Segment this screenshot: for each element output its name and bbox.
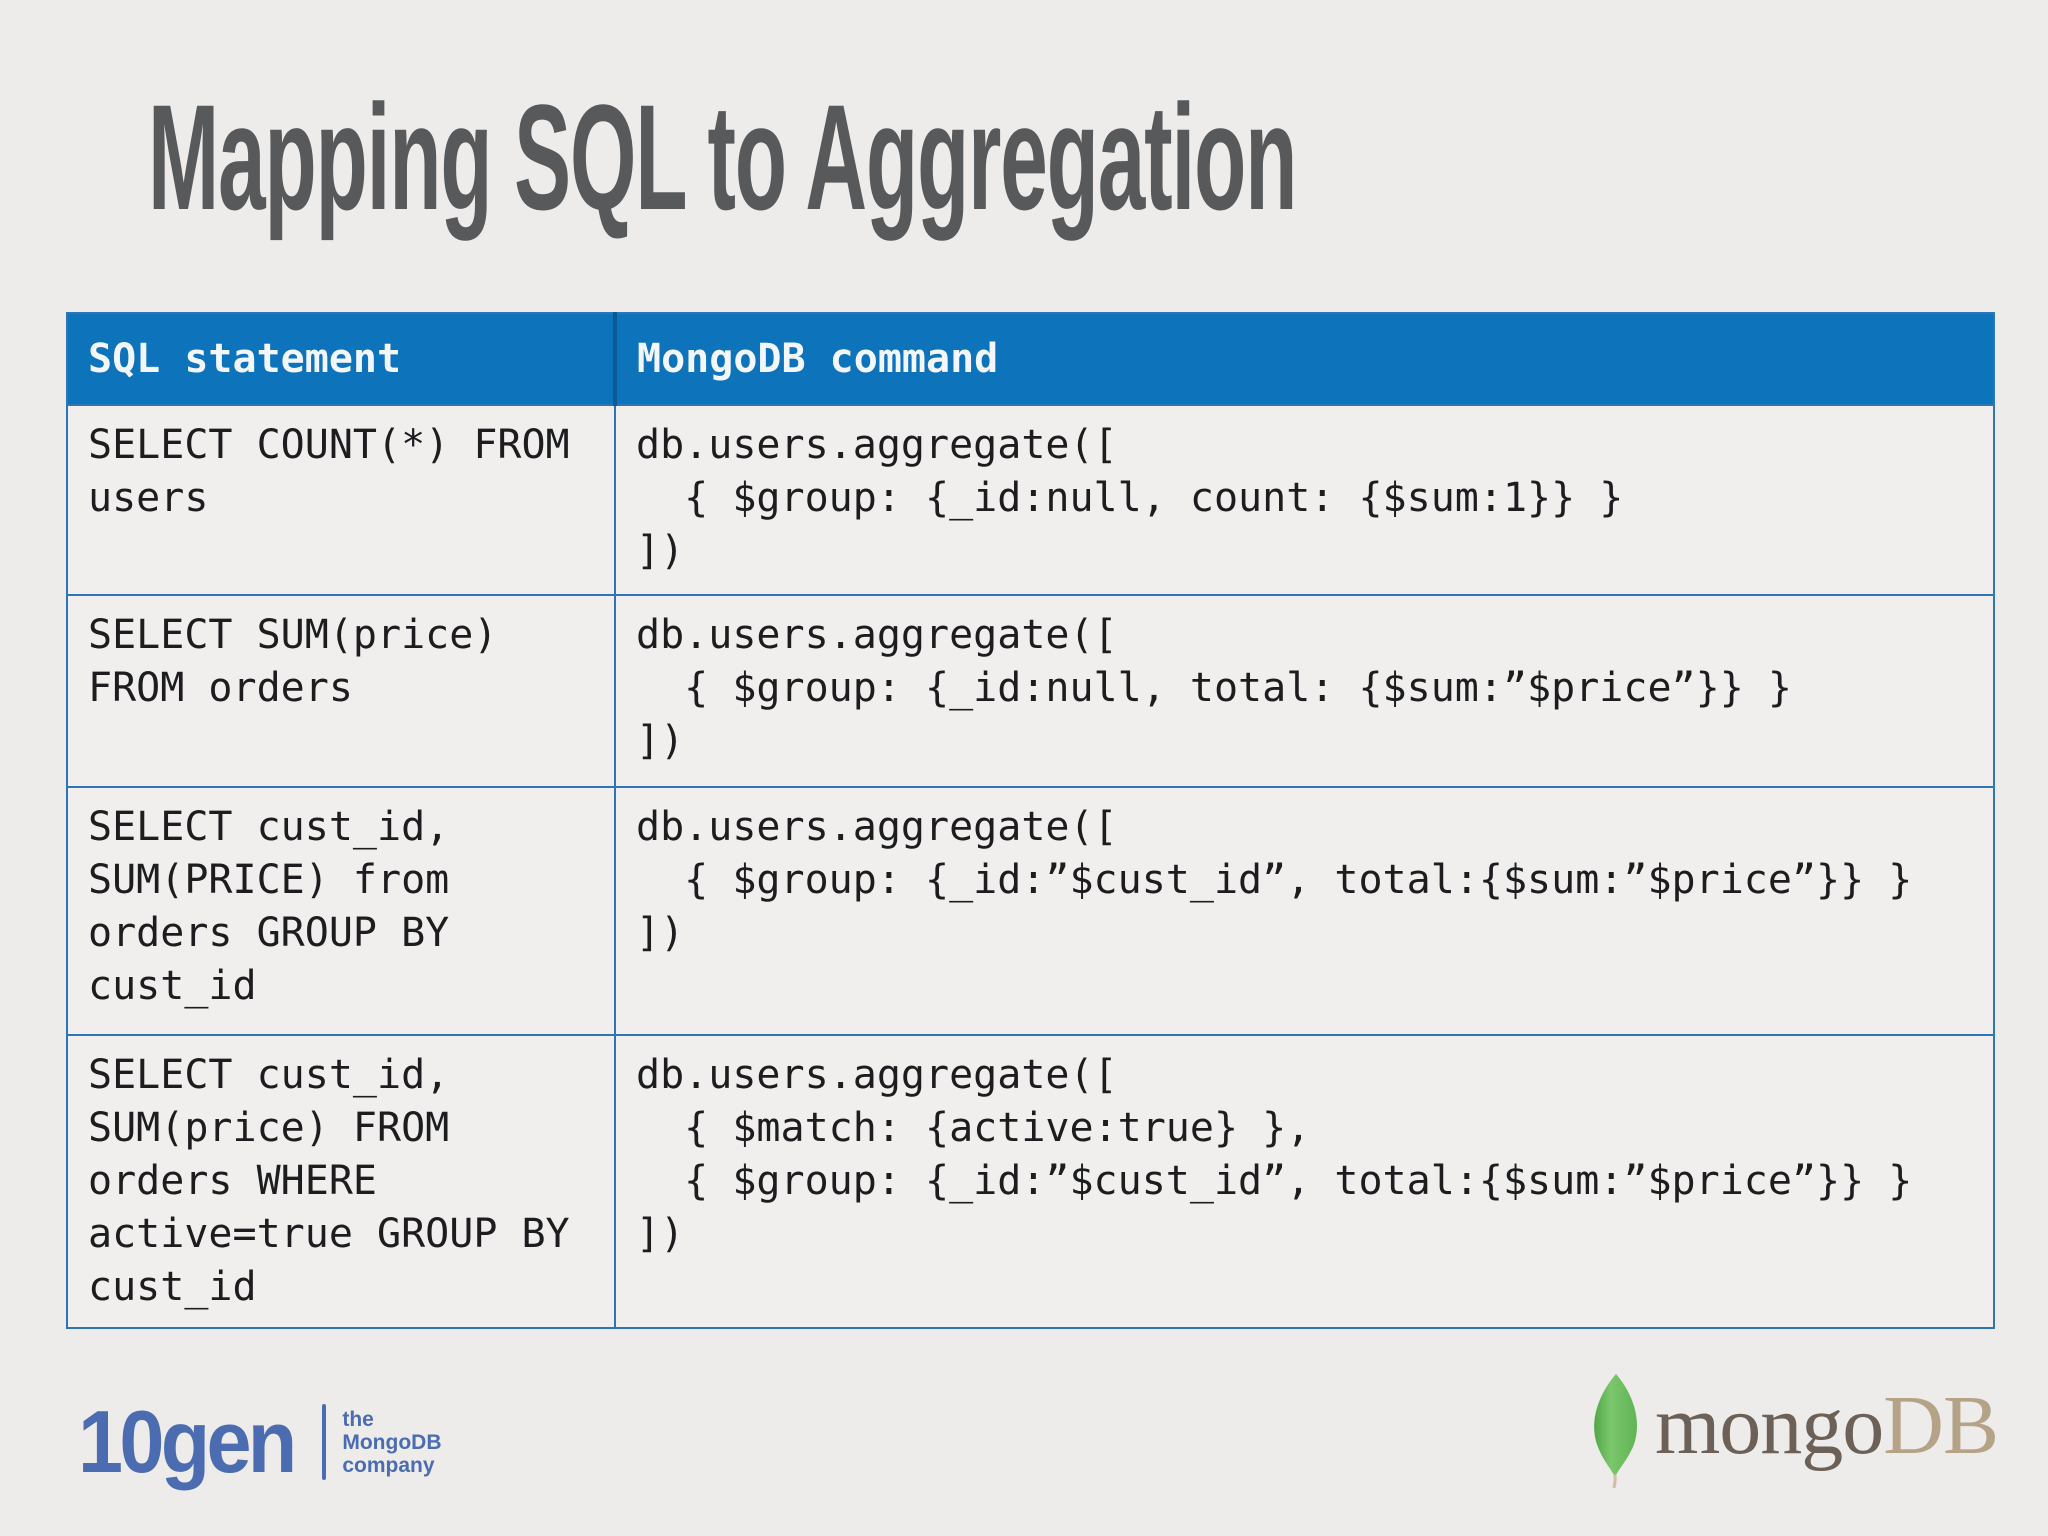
mongodb-wordmark-db: DB	[1883, 1379, 1999, 1472]
sql-statement-cell: SELECT COUNT(*) FROM users	[66, 404, 616, 596]
logo-divider	[322, 1404, 327, 1480]
table-row: SELECT COUNT(*) FROM users db.users.aggr…	[66, 404, 1995, 596]
tagline-line: MongoDB	[342, 1430, 442, 1454]
sql-statement-cell: SELECT cust_id, SUM(PRICE) from orders G…	[66, 786, 616, 1036]
sql-statement-cell: SELECT cust_id, SUM(price) FROM orders W…	[66, 1034, 616, 1329]
page-title-text: Mapping SQL to Aggregation	[148, 73, 1297, 241]
mongodb-wordmark: mongoDB	[1655, 1384, 1999, 1490]
table-row: SELECT SUM(price) FROM orders db.users.a…	[66, 594, 1995, 788]
mongodb-wordmark-mongo: mongo	[1654, 1379, 1884, 1472]
table-row: SELECT cust_id, SUM(PRICE) from orders G…	[66, 786, 1995, 1036]
tagline-line: company	[342, 1453, 435, 1477]
10gen-logo: 10gen the MongoDB company	[78, 1398, 441, 1486]
10gen-wordmark: 10gen	[78, 1392, 297, 1491]
tagline-line: the	[342, 1407, 374, 1431]
table-row: SELECT cust_id, SUM(price) FROM orders W…	[66, 1034, 1995, 1329]
sql-to-aggregation-table: SQL statement MongoDB command SELECT COU…	[66, 312, 1995, 1329]
sql-statement-cell: SELECT SUM(price) FROM orders	[66, 594, 616, 788]
column-header-mongodb-command: MongoDB command	[613, 312, 1995, 406]
mongodb-command-cell: db.users.aggregate([ { $group: {_id:null…	[614, 404, 1995, 596]
page-title: Mapping SQL to Aggregation	[148, 62, 2048, 252]
table-header-row: SQL statement MongoDB command	[66, 312, 1995, 406]
column-header-sql-statement: SQL statement	[66, 312, 616, 406]
mongodb-command-cell: db.users.aggregate([ { $group: {_id:”$cu…	[614, 786, 1995, 1036]
10gen-tagline: the MongoDB company	[342, 1408, 441, 1477]
mongodb-logo: mongoDB	[1587, 1372, 1999, 1490]
mongodb-leaf-icon	[1594, 1374, 1637, 1489]
mongodb-command-cell: db.users.aggregate([ { $match: {active:t…	[614, 1034, 1995, 1329]
mongodb-command-cell: db.users.aggregate([ { $group: {_id:null…	[614, 594, 1995, 788]
